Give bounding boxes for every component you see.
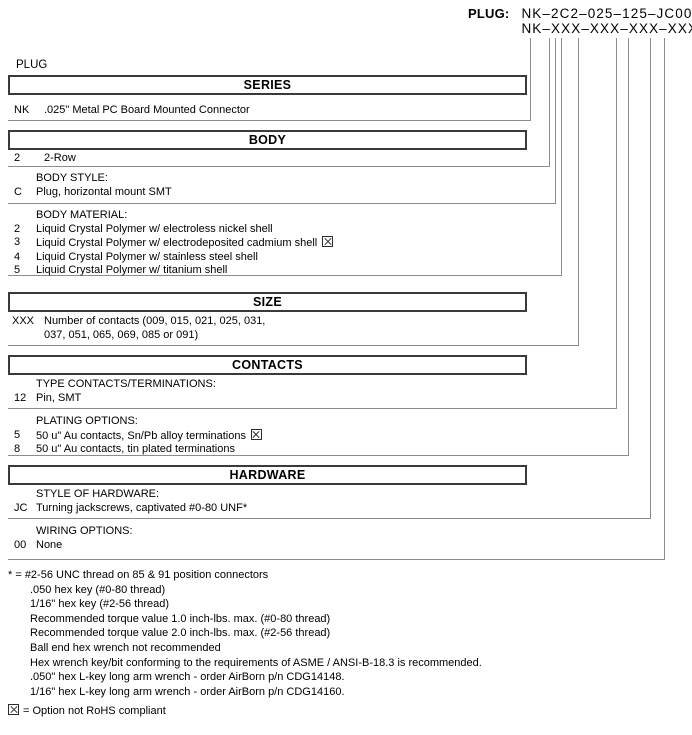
group-size: XXX Number of contacts (009, 015, 021, 0… [12,315,524,342]
option-code: 2 [14,152,21,164]
option-code: 5 [14,428,21,441]
option-code: JC [14,501,28,514]
rohs-legend-text: = Option not RoHS compliant [23,705,166,717]
option-body-style-c: C Plug, horizontal mount SMT [14,186,524,200]
footnote-line: 1/16" hex L-key long arm wrench - order … [30,685,345,698]
option-body-material-5: 5 Liquid Crystal Polymer w/ titanium she… [14,264,524,278]
option-text: 50 u" Au contacts, Sn/Pb alloy terminati… [36,429,246,442]
option-text: Turning jackscrews, captivated #0-80 UNF… [36,501,248,514]
group-heading: BODY MATERIAL: [36,209,128,221]
option-text: Plug, horizontal mount SMT [36,185,172,198]
option-code: 5 [14,264,21,276]
band-series-label: SERIES [243,78,292,92]
option-code: NK [14,104,30,116]
group-heading: WIRING OPTIONS: [36,525,133,537]
option-code: 12 [14,391,27,404]
plug-label: PLUG: [468,6,510,21]
group-wiring-options: WIRING OPTIONS: 00 None [14,525,524,552]
x-box-icon [322,236,334,247]
footnote-line: 1/16" hex key (#2-56 thread) [30,598,170,611]
generic-part-number: NK–XXX–XXX–XXX–XXXX [521,21,692,36]
option-text: None [36,538,63,551]
footnote-line: .050" hex L-key long arm wrench - order … [30,671,345,684]
footnote-line: * = #2-56 UNC thread on 85 & 91 position… [8,569,269,581]
option-text: Liquid Crystal Polymer w/ electrodeposit… [36,237,318,249]
option-code: 2 [14,222,21,235]
option-text: 2-Row [44,152,76,164]
example-part-number: NK–2C2–025–125–JC00 [521,6,692,21]
option-plating-8: 8 50 u" Au contacts, tin plated terminat… [14,443,524,457]
group-body-material: BODY MATERIAL: 2 Liquid Crystal Polymer … [14,209,524,278]
option-body-material-2: 2 Liquid Crystal Polymer w/ electroless … [14,223,524,237]
group-heading: BODY STYLE: [36,172,108,184]
group-body-style: BODY STYLE: C Plug, horizontal mount SMT [14,172,524,199]
footnote-line: Recommended torque value 2.0 inch-lbs. m… [30,627,331,640]
footnote-line: .050 hex key (#0-80 thread) [30,583,166,596]
option-code: 00 [14,538,27,551]
option-text: Liquid Crystal Polymer w/ electroless ni… [36,222,273,235]
group-heading: PLATING OPTIONS: [36,415,138,427]
option-code: 8 [14,443,21,455]
option-hardware-jc: JC Turning jackscrews, captivated #0-80 … [14,502,524,516]
group-body-row: 2 2-Row [14,152,524,166]
option-code: XXX [12,315,35,327]
option-series-nk: NK .025" Metal PC Board Mounted Connecto… [14,104,524,118]
option-code: C [14,185,22,198]
option-text: Liquid Crystal Polymer w/ titanium shell [36,264,228,276]
band-hardware: HARDWARE [8,465,527,485]
band-hardware-label: HARDWARE [229,468,306,482]
option-text: Pin, SMT [36,391,82,404]
footnote-line: Hex wrench key/bit conforming to the req… [30,656,482,669]
option-body-material-4: 4 Liquid Crystal Polymer w/ stainless st… [14,251,524,265]
part-number-lines: NK–2C2–025–125–JC00 NK–XXX–XXX–XXX–XXXX [521,6,692,36]
option-text: .025" Metal PC Board Mounted Connector [44,104,250,116]
group-heading: TYPE CONTACTS/TERMINATIONS: [36,378,216,390]
option-code: 3 [14,236,21,248]
group-type-contacts: TYPE CONTACTS/TERMINATIONS: 12 Pin, SMT [14,378,524,405]
option-body-material-3: 3 Liquid Crystal Polymer w/ electrodepos… [14,236,524,251]
band-body-label: BODY [248,133,287,147]
option-text: Liquid Crystal Polymer w/ stainless stee… [36,250,258,263]
option-type-contacts-12: 12 Pin, SMT [14,392,524,406]
option-text: 50 u" Au contacts, tin plated terminatio… [36,443,235,455]
group-plating-options: PLATING OPTIONS: 5 50 u" Au contacts, Sn… [14,415,524,457]
group-style-hardware: STYLE OF HARDWARE: JC Turning jackscrews… [14,488,524,515]
footnote-line: Ball end hex wrench not recommended [30,641,221,654]
group-series: NK .025" Metal PC Board Mounted Connecto… [14,104,524,118]
x-box-icon [8,704,19,715]
band-series: SERIES [8,75,527,95]
part-number-header: PLUG: NK–2C2–025–125–JC00 NK–XXX–XXX–XXX… [468,6,692,36]
option-text: Number of contacts (009, 015, 021, 025, … [44,315,266,327]
option-code: 4 [14,250,21,263]
band-contacts-label: CONTACTS [232,358,303,372]
band-contacts: CONTACTS [8,355,527,375]
footnotes-block: * = #2-56 UNC thread on 85 & 91 position… [8,568,482,699]
x-box-icon [250,428,262,440]
option-plating-5: 5 50 u" Au contacts, Sn/Pb alloy termina… [14,428,524,444]
plug-caption: PLUG [16,59,48,71]
option-wiring-00: 00 None [14,539,524,553]
band-body: BODY [8,130,527,150]
option-text-line2: 037, 051, 065, 069, 085 or 091) [44,328,199,341]
band-size-label: SIZE [253,295,282,309]
footnote-line: Recommended torque value 1.0 inch-lbs. m… [30,612,331,625]
option-body-2row: 2 2-Row [14,152,524,166]
rohs-legend: = Option not RoHS compliant [8,704,166,717]
option-size-xxx-cont: 037, 051, 065, 069, 085 or 091) [12,329,524,343]
option-size-xxx: XXX Number of contacts (009, 015, 021, 0… [12,315,524,329]
group-heading: STYLE OF HARDWARE: [36,488,160,500]
band-size: SIZE [8,292,527,312]
